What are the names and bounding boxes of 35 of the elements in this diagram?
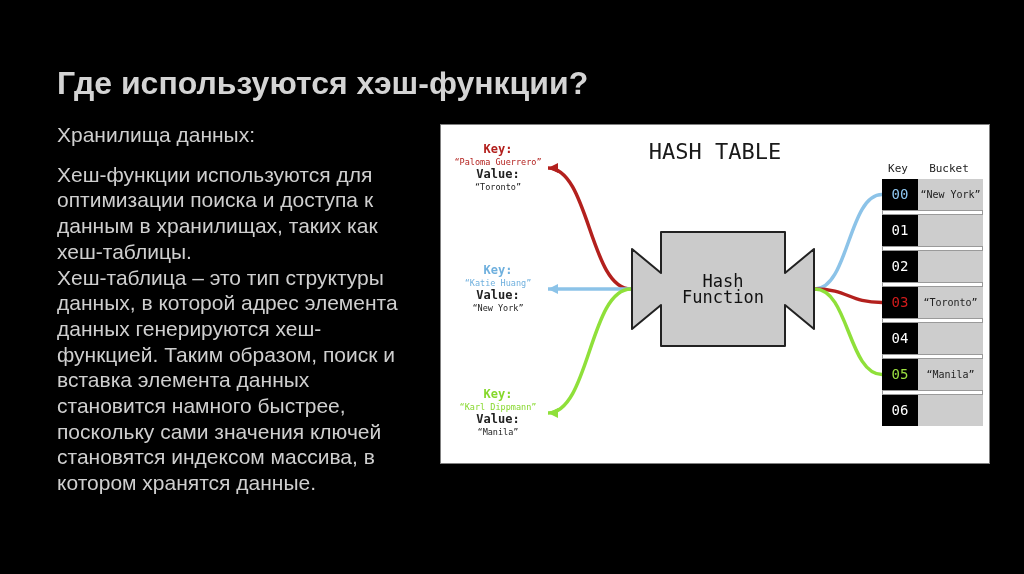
value-text: “Toronto” [474, 181, 522, 193]
slide-title: Где используются хэш-функции? [57, 65, 589, 102]
key-cell: 01 [882, 215, 918, 246]
value-text: “New York” [472, 302, 524, 314]
key-cell: 06 [882, 395, 918, 426]
key-cell: 02 [882, 251, 918, 282]
arrow [547, 287, 632, 416]
key-text: “Katie Huang” [464, 277, 532, 289]
key-cell: 05 [882, 359, 918, 390]
key-caption: Key: [483, 143, 513, 156]
arrow [548, 284, 631, 294]
key-cell: 04 [882, 323, 918, 354]
diagram-panel [440, 124, 990, 464]
section-heading: Хранилища данных: [57, 122, 257, 148]
key-text: “Paloma Guerrero” [454, 156, 542, 168]
column-header: Key [888, 161, 908, 175]
value-caption: Value: [476, 413, 520, 426]
body-paragraph: Хеш-функции используются для оптимизации поиска и доступа к данным в хранилищах, таких как хеш-таблицы. [57, 161, 379, 265]
body-paragraph: Хеш-таблица – это тип структуры данных, в которой адрес элемента данных генерируются хеш-функцией. Таким образом, поиск и вставка элемента данных становится намного быстрее, поскольку сами значения ключей становятся индексом массива, в котором хранятся данные. [57, 264, 399, 496]
value-caption: Value: [476, 289, 520, 302]
connector-line [814, 287, 883, 305]
key-cell: 00 [882, 179, 918, 210]
value-caption: Value: [476, 168, 520, 181]
value-text: “Manila” [477, 426, 519, 438]
function-label: Hash Function [682, 273, 764, 305]
key-caption: Key: [483, 264, 513, 277]
key-text: “Karl Dippmann” [459, 401, 537, 413]
key-cell: 03 [882, 287, 918, 318]
bucket-cell: “Manila” [918, 359, 983, 390]
bucket-cell: “New York” [918, 179, 983, 210]
column-header: Bucket [929, 161, 969, 175]
key-caption: Key: [483, 388, 513, 401]
diagram-heading: HASH TABLE [648, 138, 782, 164]
connector-line [814, 287, 883, 377]
bucket-cell: “Toronto” [918, 287, 983, 318]
